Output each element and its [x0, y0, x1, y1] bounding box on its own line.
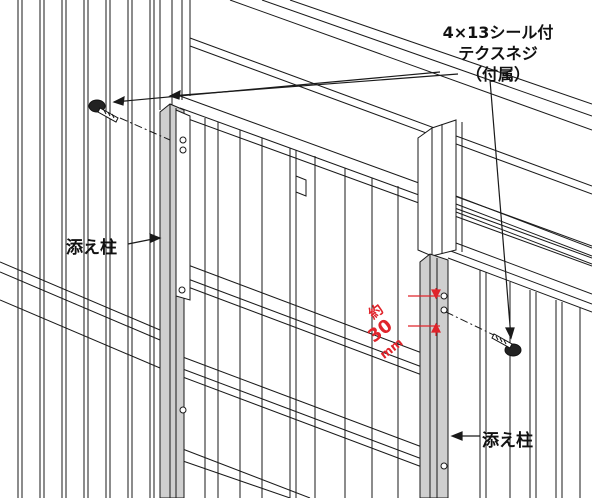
- screw-right-icon: [491, 333, 522, 357]
- label-leaders: [127, 233, 480, 441]
- support-post-label-left: 添え柱: [66, 238, 117, 258]
- callout-line-2: テクスネジ: [458, 44, 538, 63]
- screw-callout: 4×13シール付 テクスネジ （付属）: [413, 22, 583, 85]
- existing-post-right: [417, 119, 457, 257]
- callout-leaders: [112, 71, 515, 340]
- callout-line-3: （付属）: [465, 65, 530, 84]
- top-frame: [159, 0, 592, 267]
- support-post-label-right: 添え柱: [482, 431, 533, 451]
- screw-left-icon: [88, 99, 119, 123]
- wall-panel-right: [447, 120, 592, 498]
- callout-line-1: 4×13シール付: [442, 23, 554, 42]
- support-post-right: [419, 253, 449, 498]
- screw-axis-lines: [119, 117, 501, 339]
- center-panel: [179, 118, 431, 498]
- support-post-left: [159, 103, 191, 498]
- dimension-marks: [408, 288, 441, 336]
- wall-panel-left: [0, 0, 161, 498]
